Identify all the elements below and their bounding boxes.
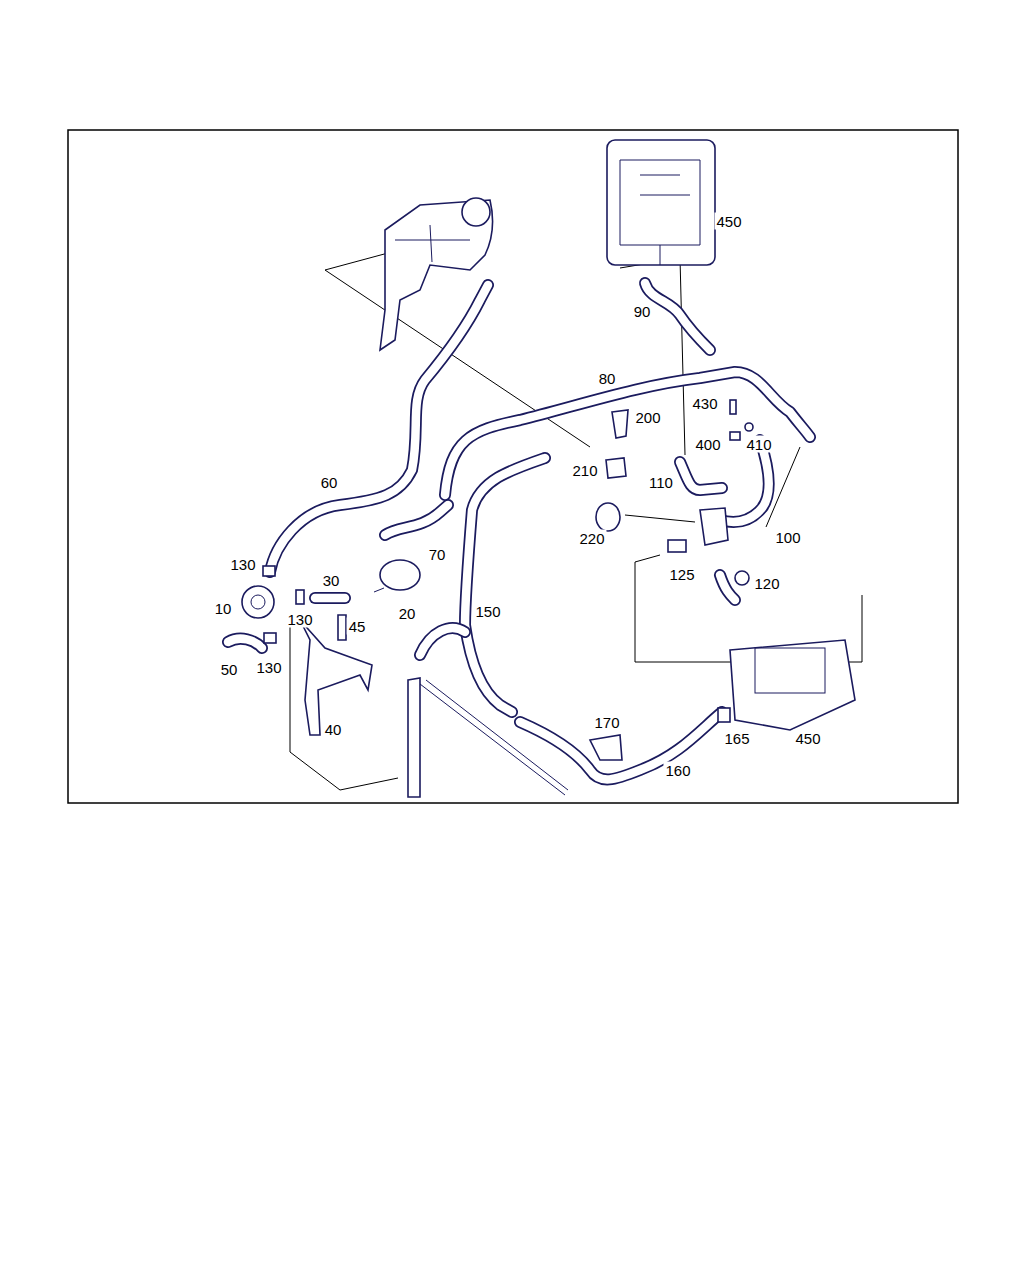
clamp — [735, 571, 749, 585]
clamp — [668, 540, 686, 552]
hose — [385, 505, 448, 535]
bracket — [590, 735, 622, 760]
callout-number: 40 — [323, 721, 344, 738]
hose — [645, 283, 710, 350]
clip — [596, 503, 620, 531]
clip — [606, 458, 626, 478]
clamp — [264, 633, 276, 643]
callout-number: 90 — [632, 303, 653, 320]
callout-number: 130 — [285, 611, 314, 628]
callout-number: 160 — [663, 762, 692, 779]
callout-number: 150 — [473, 603, 502, 620]
bracket — [300, 620, 372, 735]
callout-number: 165 — [722, 730, 751, 747]
hose — [520, 712, 722, 779]
callout-number: 50 — [219, 661, 240, 678]
callout-number: 430 — [690, 395, 719, 412]
hose — [315, 592, 345, 604]
callout-number: 45 — [347, 618, 368, 635]
hose — [385, 505, 448, 535]
hose — [720, 575, 735, 600]
clamp — [296, 590, 304, 604]
callout-number: 125 — [667, 566, 696, 583]
hose — [465, 458, 545, 712]
callout-number: 20 — [397, 605, 418, 622]
callout-number: 130 — [254, 659, 283, 676]
callout-number: 220 — [577, 530, 606, 547]
seal-ring — [745, 423, 753, 431]
valve — [700, 508, 728, 545]
hose — [420, 628, 465, 655]
callout-number: 450 — [793, 730, 822, 747]
unit-detail — [755, 648, 825, 693]
callout-number: 400 — [693, 436, 722, 453]
callout-number: 70 — [427, 546, 448, 563]
hose — [720, 575, 735, 600]
hose — [465, 458, 545, 712]
hose — [270, 285, 488, 572]
leader-line — [625, 515, 695, 522]
hose — [270, 285, 488, 572]
radiator-detail — [420, 680, 568, 795]
clip — [612, 410, 628, 438]
callout-number: 100 — [773, 529, 802, 546]
control-unit — [730, 640, 855, 730]
callout-number: 210 — [570, 462, 599, 479]
hose — [680, 462, 722, 490]
clamp — [263, 566, 275, 576]
water-pump — [380, 560, 420, 590]
tank-detail — [395, 225, 470, 262]
hose — [228, 639, 262, 648]
callout-number: 30 — [321, 572, 342, 589]
pump — [242, 586, 274, 618]
unit-detail — [620, 160, 700, 265]
bolt — [338, 615, 346, 640]
callout-number: 200 — [633, 409, 662, 426]
control-unit — [607, 140, 715, 265]
frame — [68, 130, 958, 803]
callout-number: 170 — [592, 714, 621, 731]
hose — [520, 712, 722, 779]
hose — [228, 639, 262, 648]
callout-number: 450 — [714, 213, 743, 230]
hose — [645, 283, 710, 350]
callout-number: 60 — [319, 474, 340, 491]
callout-number: 80 — [597, 370, 618, 387]
hose — [315, 594, 345, 603]
callout-number: 120 — [752, 575, 781, 592]
pump-detail — [374, 588, 384, 592]
callout-number: 10 — [213, 600, 234, 617]
pump-detail — [251, 595, 265, 609]
hose — [420, 628, 465, 655]
plug — [730, 432, 740, 440]
callout-number: 110 — [647, 474, 675, 491]
callout-number: 130 — [228, 556, 257, 573]
callout-number: 410 — [744, 436, 773, 453]
radiator — [408, 678, 420, 797]
clamp — [718, 708, 730, 722]
bleed-screw — [730, 400, 736, 414]
hose — [680, 462, 722, 490]
tank-cap — [462, 198, 490, 226]
